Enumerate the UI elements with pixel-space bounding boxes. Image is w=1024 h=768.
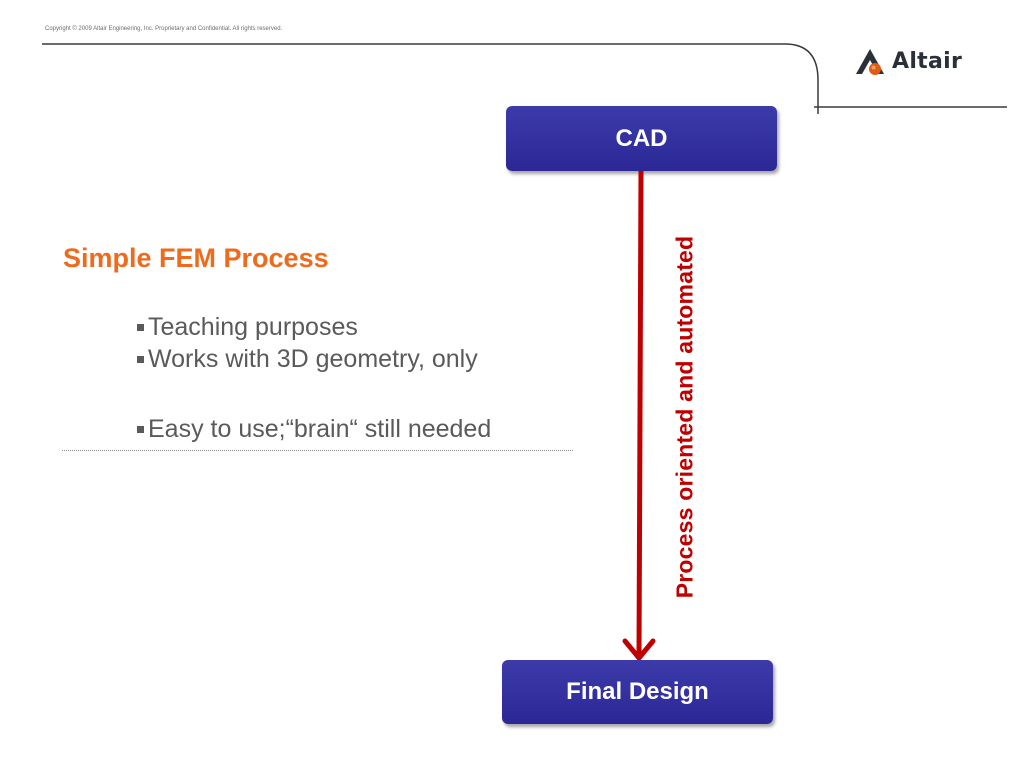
process-label: Process oriented and automated [671,235,698,599]
final-design-box: Final Design [502,660,773,724]
cad-box-label: CAD [615,124,668,152]
square-bullet-icon [137,425,144,433]
bullet-text: Works with 3D geometry, only [148,345,478,373]
bullet-item: Easy to use;“brain“ still needed [137,413,491,445]
bullet-list: Teaching purposes Works with 3D geometry… [137,311,491,445]
bullet-item: Works with 3D geometry, only [137,343,491,375]
cad-box: CAD [506,106,777,171]
altair-triangle-icon [856,49,884,75]
dotted-divider [62,450,573,451]
final-design-label: Final Design [566,678,709,705]
bullet-text: Teaching purposes [148,313,358,341]
altair-logo: Altair [854,44,962,78]
square-bullet-icon [137,323,144,331]
logo-wordmark: Altair [892,48,963,74]
bullet-text: Easy to use;“brain“ still needed [148,415,492,443]
square-bullet-icon [137,355,144,363]
slide-heading: Simple FEM Process [63,243,329,273]
copyright-notice: Copyright © 2009 Altair Engineering, Inc… [45,26,283,32]
bullet-item: Teaching purposes [137,311,491,343]
